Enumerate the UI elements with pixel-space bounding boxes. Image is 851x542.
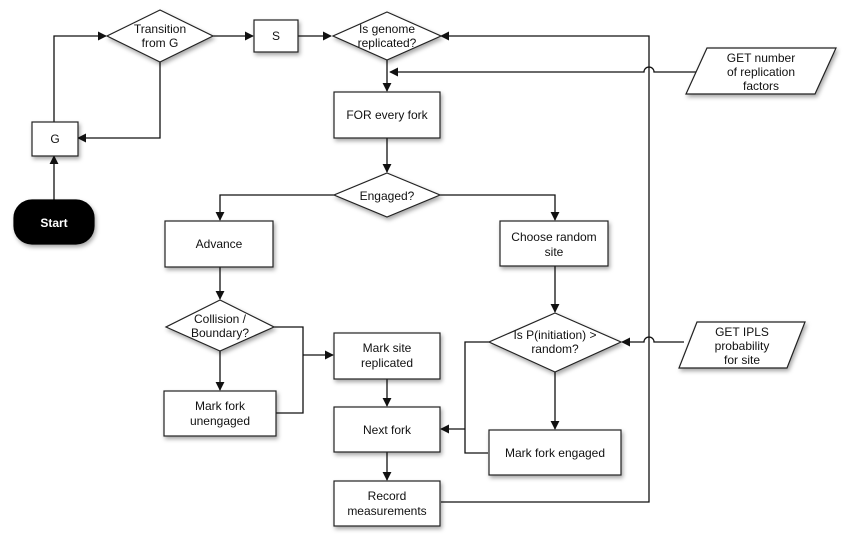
transition-label-2: from G [142,36,179,50]
transition-decision: Transition from G [105,9,215,63]
advance-label: Advance [196,237,243,251]
transition-label-1: Transition [134,22,186,36]
start-label: Start [40,216,67,230]
genome-label-1: Is genome [359,22,415,36]
get-factors-label-1: GET number [727,51,795,65]
edge-record-to-genome [440,31,650,503]
mark-fork-unengaged-node: Mark fork unengaged [163,390,277,437]
edge-engaged-to-choose [440,194,560,221]
collision-label-2: Boundary? [191,326,249,340]
engaged-decision: Engaged? [332,172,442,218]
advance-node: Advance [164,220,274,268]
collision-decision: Collision / Boundary? [164,299,276,352]
get-ipls-label-2: probability [715,339,770,353]
get-ipls-label-3: for site [724,353,760,367]
g-node: G [31,121,79,157]
for-every-fork-node: FOR every fork [333,91,441,139]
get-factors-label-2: of replication [727,65,795,79]
for-every-fork-label: FOR every fork [346,108,428,122]
record-label-2: measurements [347,504,426,518]
get-factors-label-3: factors [743,79,779,93]
record-label-1: Record [368,489,407,503]
edge-ipls-to-pinit [621,336,684,347]
engaged-label: Engaged? [360,189,415,203]
genome-label-2: replicated? [358,36,417,50]
edge-pinit-to-nextfork [441,341,489,454]
get-ipls-label-1: GET IPLS [715,325,769,339]
edge-transition-to-g [77,62,161,143]
choose-random-site-node: Choose random site [499,220,609,267]
edge-g-to-transition [53,31,107,122]
choose-label-2: site [545,245,564,259]
mark-replicated-label-1: Mark site [363,341,412,355]
genome-decision: Is genome replicated? [331,11,443,61]
mark-unengaged-label-1: Mark fork [195,399,246,413]
s-label: S [272,29,280,43]
get-ipls-input: GET IPLS probability for site [678,321,806,369]
edges [49,31,696,503]
g-label: G [50,132,59,146]
edge-collision-to-replicated [274,326,333,414]
edge-engaged-to-advance [215,194,334,221]
mark-replicated-label-2: replicated [361,356,413,370]
next-fork-label: Next fork [363,423,412,437]
p-init-label-2: random? [531,342,579,356]
get-factors-input: GET number of replication factors [685,47,837,95]
choose-label-1: Choose random [511,230,596,244]
mark-engaged-label: Mark fork engaged [505,446,605,460]
s-node: S [253,19,299,53]
p-initiation-decision: Is P(initiation) > random? [487,312,623,373]
collision-label-1: Collision / [194,312,247,326]
mark-unengaged-label-2: unengaged [190,414,250,428]
p-init-label-1: Is P(initiation) > [513,328,596,342]
record-measurements-node: Record measurements [333,480,441,527]
next-fork-node: Next fork [333,406,441,453]
edge-factors-to-for [389,66,696,77]
mark-site-replicated-node: Mark site replicated [333,332,441,380]
mark-fork-engaged-node: Mark fork engaged [488,429,622,476]
start-node: Start [13,199,95,245]
nodes: Start G Transition from G S Is genome re… [13,9,837,527]
